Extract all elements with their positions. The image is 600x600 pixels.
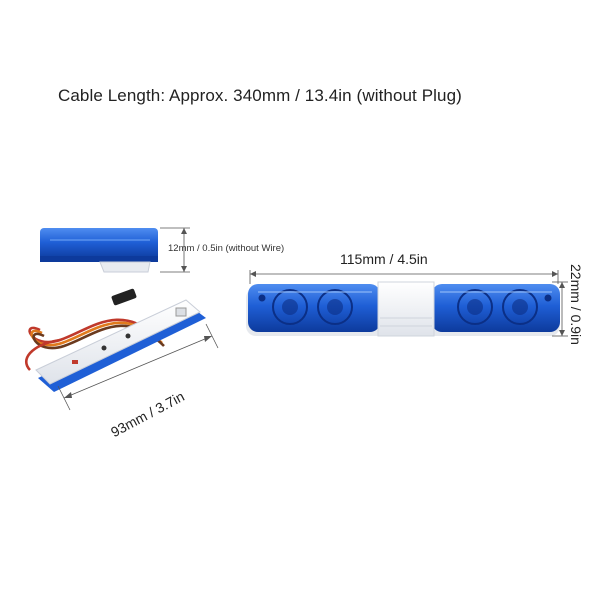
end-led-right — [544, 294, 552, 302]
side-view-light-bar — [40, 228, 158, 273]
base-plate-with-wire — [24, 288, 206, 392]
screw-hole-2 — [125, 333, 131, 339]
height-small-dimension — [160, 227, 190, 273]
cable-length-caption: Cable Length: Approx. 340mm / 13.4in (wi… — [58, 86, 462, 105]
wire-red — [28, 318, 161, 344]
length-label: 115mm / 4.5in — [340, 251, 428, 267]
end-led-left — [258, 294, 266, 302]
side-view-base-edge — [40, 256, 158, 262]
led-reflector-left-1 — [272, 289, 308, 325]
plate-body — [35, 299, 201, 385]
height-label: 22mm / 0.9in — [568, 264, 584, 345]
side-view-mount — [99, 261, 151, 273]
solder-pad — [175, 307, 187, 317]
screw-hole-1 — [101, 345, 107, 351]
height-small-label: 12mm / 0.5in (without Wire) — [168, 243, 285, 254]
led-reflector-left-2 — [317, 289, 353, 325]
side-view-lens — [40, 228, 158, 260]
base-length-dimension — [57, 323, 219, 411]
led-chip — [72, 360, 78, 364]
wire-orange — [30, 321, 163, 347]
led-reflector-right-2 — [502, 289, 538, 325]
center-housing — [377, 281, 435, 337]
connector-plug — [111, 288, 137, 306]
led-reflector-right-1 — [457, 289, 493, 325]
front-view-light-bar — [246, 281, 560, 337]
height-dimension — [552, 281, 568, 337]
